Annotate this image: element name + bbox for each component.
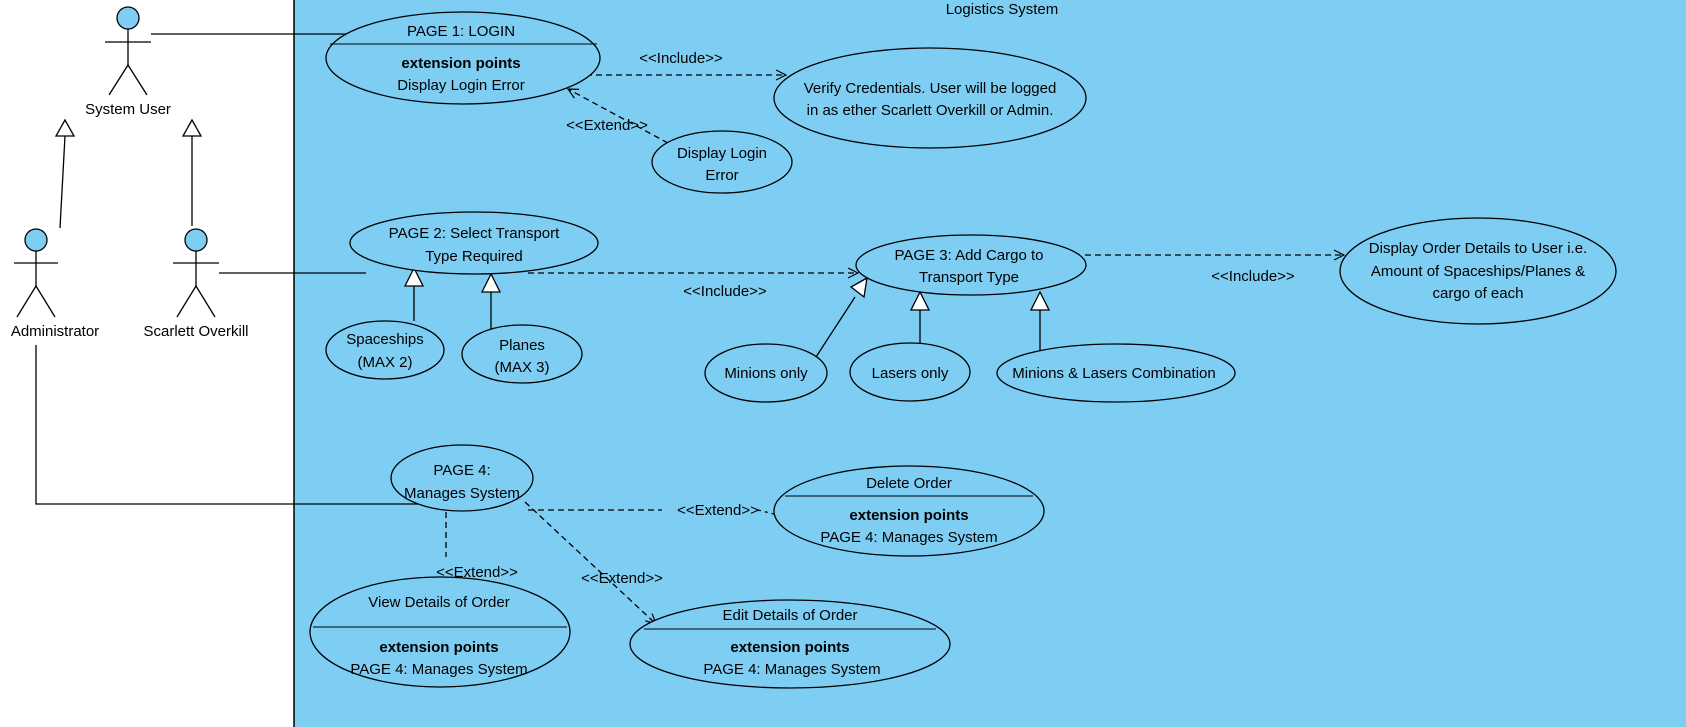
actor-scarlett-overkill[interactable]: Scarlett Overkill [143,228,249,340]
actor-head [116,6,140,30]
usecase-add-cargo[interactable]: PAGE 3: Add Cargo to Transport Type [855,234,1087,296]
usecase-view-ext-header: extension points [379,639,498,656]
usecase-delete-ext-header: extension points [849,507,968,524]
system-title: Logistics System [946,1,1059,18]
usecase-verify-line1: Verify Credentials. User will be logged [804,80,1057,97]
usecase-minions-only[interactable]: Minions only [704,343,828,403]
extend-login-error [568,89,669,144]
extend-edit-label: <<Extend>> [581,570,663,587]
usecase-spaceships-line2: (MAX 2) [357,354,412,371]
generalization-spaceships [403,266,425,321]
usecase-select-line2: Type Required [425,248,523,265]
actor-administrator[interactable]: Administrator [11,228,99,340]
usecase-verify-line2: in as ether Scarlett Overkill or Admin. [807,102,1054,119]
include-add-details-label: <<Include>> [1211,268,1295,285]
usecase-manages-system[interactable]: PAGE 4: Manages System [390,444,534,512]
usecase-login-ext-point: Display Login Error [397,77,525,94]
usecase-select-transport[interactable]: PAGE 2: Select Transport Type Required [349,211,599,275]
usecase-planes[interactable]: Planes (MAX 3) [461,324,583,384]
generalization-lasers [909,290,931,343]
usecase-login-name: PAGE 1: LOGIN [407,23,515,40]
usecase-lasers-label: Lasers only [872,365,949,382]
usecase-order-details-line1: Display Order Details to User i.e. [1369,240,1587,257]
include-login-verify-label: <<Include>> [639,50,723,67]
usecase-edit-name: Edit Details of Order [722,607,857,624]
extend-login-error-label: <<Extend>> [566,117,648,134]
generalization-minions [815,276,868,358]
generalization-combo [1029,290,1051,350]
actor-label: System User [85,101,171,118]
usecase-combo-label: Minions & Lasers Combination [1012,365,1215,382]
actor-head [184,228,208,252]
usecase-order-details-line3: cargo of each [1433,285,1524,302]
usecase-spaceships[interactable]: Spaceships (MAX 2) [325,320,445,380]
usecase-add-cargo-line2: Transport Type [919,269,1019,286]
usecase-delete-ext-point: PAGE 4: Manages System [820,529,997,546]
usecase-login-ext-header: extension points [401,55,520,72]
usecase-view-details-of-order[interactable]: View Details of Order extension points P… [309,576,571,688]
usecase-manages-line2: Manages System [404,485,520,502]
usecase-view-name: View Details of Order [368,594,509,611]
usecase-edit-ext-point: PAGE 4: Manages System [703,661,880,678]
usecase-login-error-line2: Error [705,167,738,184]
usecase-manages-line1: PAGE 4: [433,462,490,479]
usecase-lasers-only[interactable]: Lasers only [849,342,971,402]
extend-delete-label: <<Extend>> [677,502,759,519]
usecase-minions-lasers-combination[interactable]: Minions & Lasers Combination [996,343,1236,403]
include-select-add-label: <<Include>> [683,283,767,300]
actor-system-user[interactable]: System User [85,6,171,118]
usecase-edit-ext-header: extension points [730,639,849,656]
usecase-delete-order[interactable]: Delete Order extension points PAGE 4: Ma… [773,465,1045,557]
generalization-admin-to-user [54,118,76,229]
usecase-planes-line1: Planes [499,337,545,354]
usecase-login-error-line1: Display Login [677,145,767,162]
extend-view-label: <<Extend>> [436,564,518,581]
generalization-planes [480,272,502,329]
usecase-delete-name: Delete Order [866,475,952,492]
usecase-minions-label: Minions only [724,365,808,382]
usecase-add-cargo-line1: PAGE 3: Add Cargo to [895,247,1044,264]
usecase-spaceships-line1: Spaceships [346,331,424,348]
generalization-scarlett-to-user [181,118,203,226]
usecase-view-ext-point: PAGE 4: Manages System [350,661,527,678]
usecase-select-line1: PAGE 2: Select Transport [389,225,560,242]
usecase-display-login-error[interactable]: Display Login Error [651,130,793,194]
association-admin-manages [35,345,450,505]
actor-head [24,228,48,252]
actor-label: Administrator [11,323,99,340]
actor-label: Scarlett Overkill [143,323,248,340]
usecase-verify-credentials[interactable]: Verify Credentials. User will be logged … [773,47,1087,149]
usecase-login[interactable]: PAGE 1: LOGIN extension points Display L… [325,11,601,105]
usecase-display-order-details[interactable]: Display Order Details to User i.e. Amoun… [1339,217,1617,325]
usecase-edit-details-of-order[interactable]: Edit Details of Order extension points P… [629,599,951,689]
usecase-planes-line2: (MAX 3) [494,359,549,376]
usecase-order-details-line2: Amount of Spaceships/Planes & [1371,263,1585,280]
